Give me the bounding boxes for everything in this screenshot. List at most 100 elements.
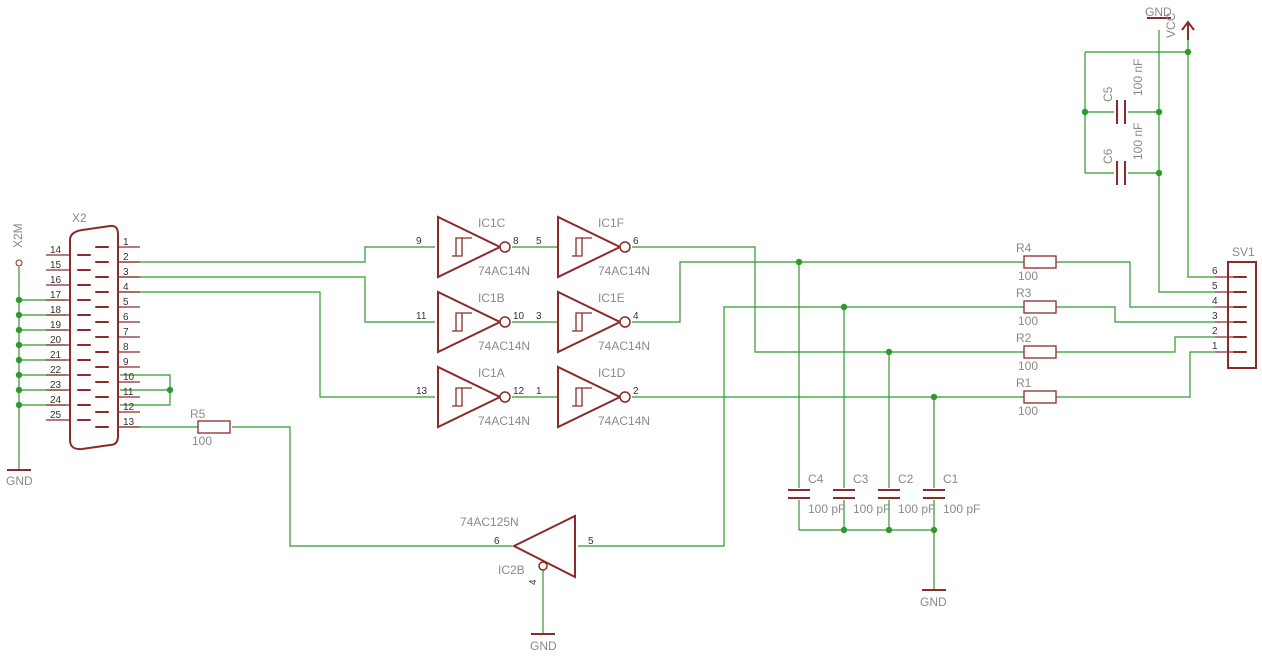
wires — [18, 30, 1215, 634]
gate-value: 74AC14N — [478, 414, 530, 428]
gate-in-pin: 3 — [536, 311, 542, 322]
gate-value: 74AC14N — [478, 339, 530, 353]
resistor-r2: R2 100 — [1016, 331, 1057, 373]
supply-label: VCC — [1164, 12, 1178, 38]
gate-name: IC1C — [478, 216, 506, 230]
sv1-pin-label: 5 — [1212, 281, 1218, 292]
x2-pin-label: 6 — [123, 312, 129, 323]
x2-pin-label: 2 — [123, 252, 129, 263]
inverter-bubble — [619, 241, 631, 253]
gate-in-pin: 13 — [416, 386, 428, 397]
x2-pin-label: 11 — [123, 387, 134, 398]
gate-ic1f: IC1F 74AC14N 5 6 — [536, 215, 650, 279]
x2-pin-label: 15 — [50, 260, 62, 271]
x2-pin-label: 12 — [123, 402, 135, 413]
sv1-pin-label: 4 — [1212, 296, 1218, 307]
x2-pin-label: 3 — [123, 267, 129, 278]
schmitt-icon — [452, 237, 472, 257]
inverter-bubble — [499, 391, 511, 403]
gate-out-pin: 10 — [513, 311, 525, 322]
inverter-bubble — [499, 241, 511, 253]
cap-value: 100 pF — [808, 502, 845, 516]
x2-pin-label: 25 — [50, 410, 62, 421]
sv1-pin-label: 2 — [1212, 326, 1218, 337]
gate-ic1b: IC1B 74AC14N 11 10 — [416, 290, 530, 354]
gate-name: IC1B — [478, 291, 505, 305]
ground-label-left: GND — [6, 474, 33, 488]
inverter-bubble — [499, 316, 511, 328]
cap-value: 100 pF — [898, 502, 935, 516]
ground-symbols: GND GND GND GND — [6, 5, 1172, 653]
gate-out-pin: 6 — [633, 236, 639, 247]
resistor-name: R2 — [1016, 331, 1032, 345]
cap-c5-value: 100 nF — [1131, 59, 1145, 96]
inverter-bubble — [619, 391, 631, 403]
cap-name: C3 — [853, 472, 869, 486]
schmitt-icon — [452, 387, 472, 407]
gate-name: IC1D — [598, 366, 626, 380]
resistor-name: R4 — [1016, 241, 1032, 255]
resistor-name: R3 — [1016, 286, 1032, 300]
gate-value: 74AC14N — [598, 339, 650, 353]
x2-pin-label: 16 — [50, 275, 62, 286]
buffer-name: IC2B — [498, 563, 525, 577]
x2-pin-label: 9 — [123, 357, 129, 368]
x2-pin-label: 17 — [50, 290, 62, 301]
x2-pin-label: 4 — [123, 282, 129, 293]
x2-pin-label: 19 — [50, 320, 62, 331]
gate-in-pin: 11 — [416, 311, 427, 322]
schmitt-icon — [452, 312, 472, 332]
x2-pin-label: 20 — [50, 335, 62, 346]
gate-name: IC1E — [598, 291, 625, 305]
gate-in-pin: 5 — [536, 236, 542, 247]
x2-pin-label: 7 — [123, 327, 129, 338]
x2-pin-label: 5 — [123, 297, 129, 308]
buffer-in-pin: 5 — [588, 536, 594, 547]
gate-out-pin: 8 — [513, 236, 519, 247]
gate-name: IC1F — [598, 216, 624, 230]
gate-ic1c: IC1C 74AC14N 9 8 — [416, 215, 530, 279]
inverter-bubble — [619, 316, 631, 328]
resistor-name: R5 — [190, 407, 206, 421]
supply-symbol: VCC — [1164, 12, 1195, 40]
cap-value: 100 pF — [853, 502, 890, 516]
x2-pin-label: 1 — [123, 237, 129, 248]
mount-pin — [15, 259, 23, 267]
cap-c5-name: C5 — [1101, 86, 1115, 102]
resistor-r5: R5 100 — [190, 407, 231, 448]
cap-name: C1 — [943, 472, 959, 486]
x2-pin-label: 13 — [123, 417, 135, 428]
cap-c6-value: 100 nF — [1131, 123, 1145, 160]
resistor-value: 100 — [1018, 404, 1038, 418]
sv1-pin-label: 6 — [1212, 266, 1218, 277]
gate-value: 74AC14N — [598, 264, 650, 278]
enable-bubble — [538, 561, 548, 571]
schmitt-icon — [572, 387, 592, 407]
connector-mount-label: X2M — [11, 223, 25, 248]
gate-name: IC1A — [478, 366, 505, 380]
cap-c6-name: C6 — [1101, 148, 1115, 164]
buffer-value: 74AC125N — [460, 515, 519, 529]
gate-value: 74AC14N — [598, 414, 650, 428]
resistor-r4: R4 100 — [1016, 241, 1057, 283]
junctions — [15, 48, 1192, 534]
gate-in-pin: 9 — [416, 236, 422, 247]
resistor-name: R1 — [1016, 376, 1032, 390]
resistor-value: 100 — [1018, 359, 1038, 373]
resistor-value: 100 — [1018, 269, 1038, 283]
schmitt-icon — [572, 312, 592, 332]
gate-in-pin: 1 — [536, 386, 542, 397]
ground-label-top: GND — [1145, 5, 1172, 19]
ground-label-buffer: GND — [530, 639, 557, 653]
gate-value: 74AC14N — [478, 264, 530, 278]
